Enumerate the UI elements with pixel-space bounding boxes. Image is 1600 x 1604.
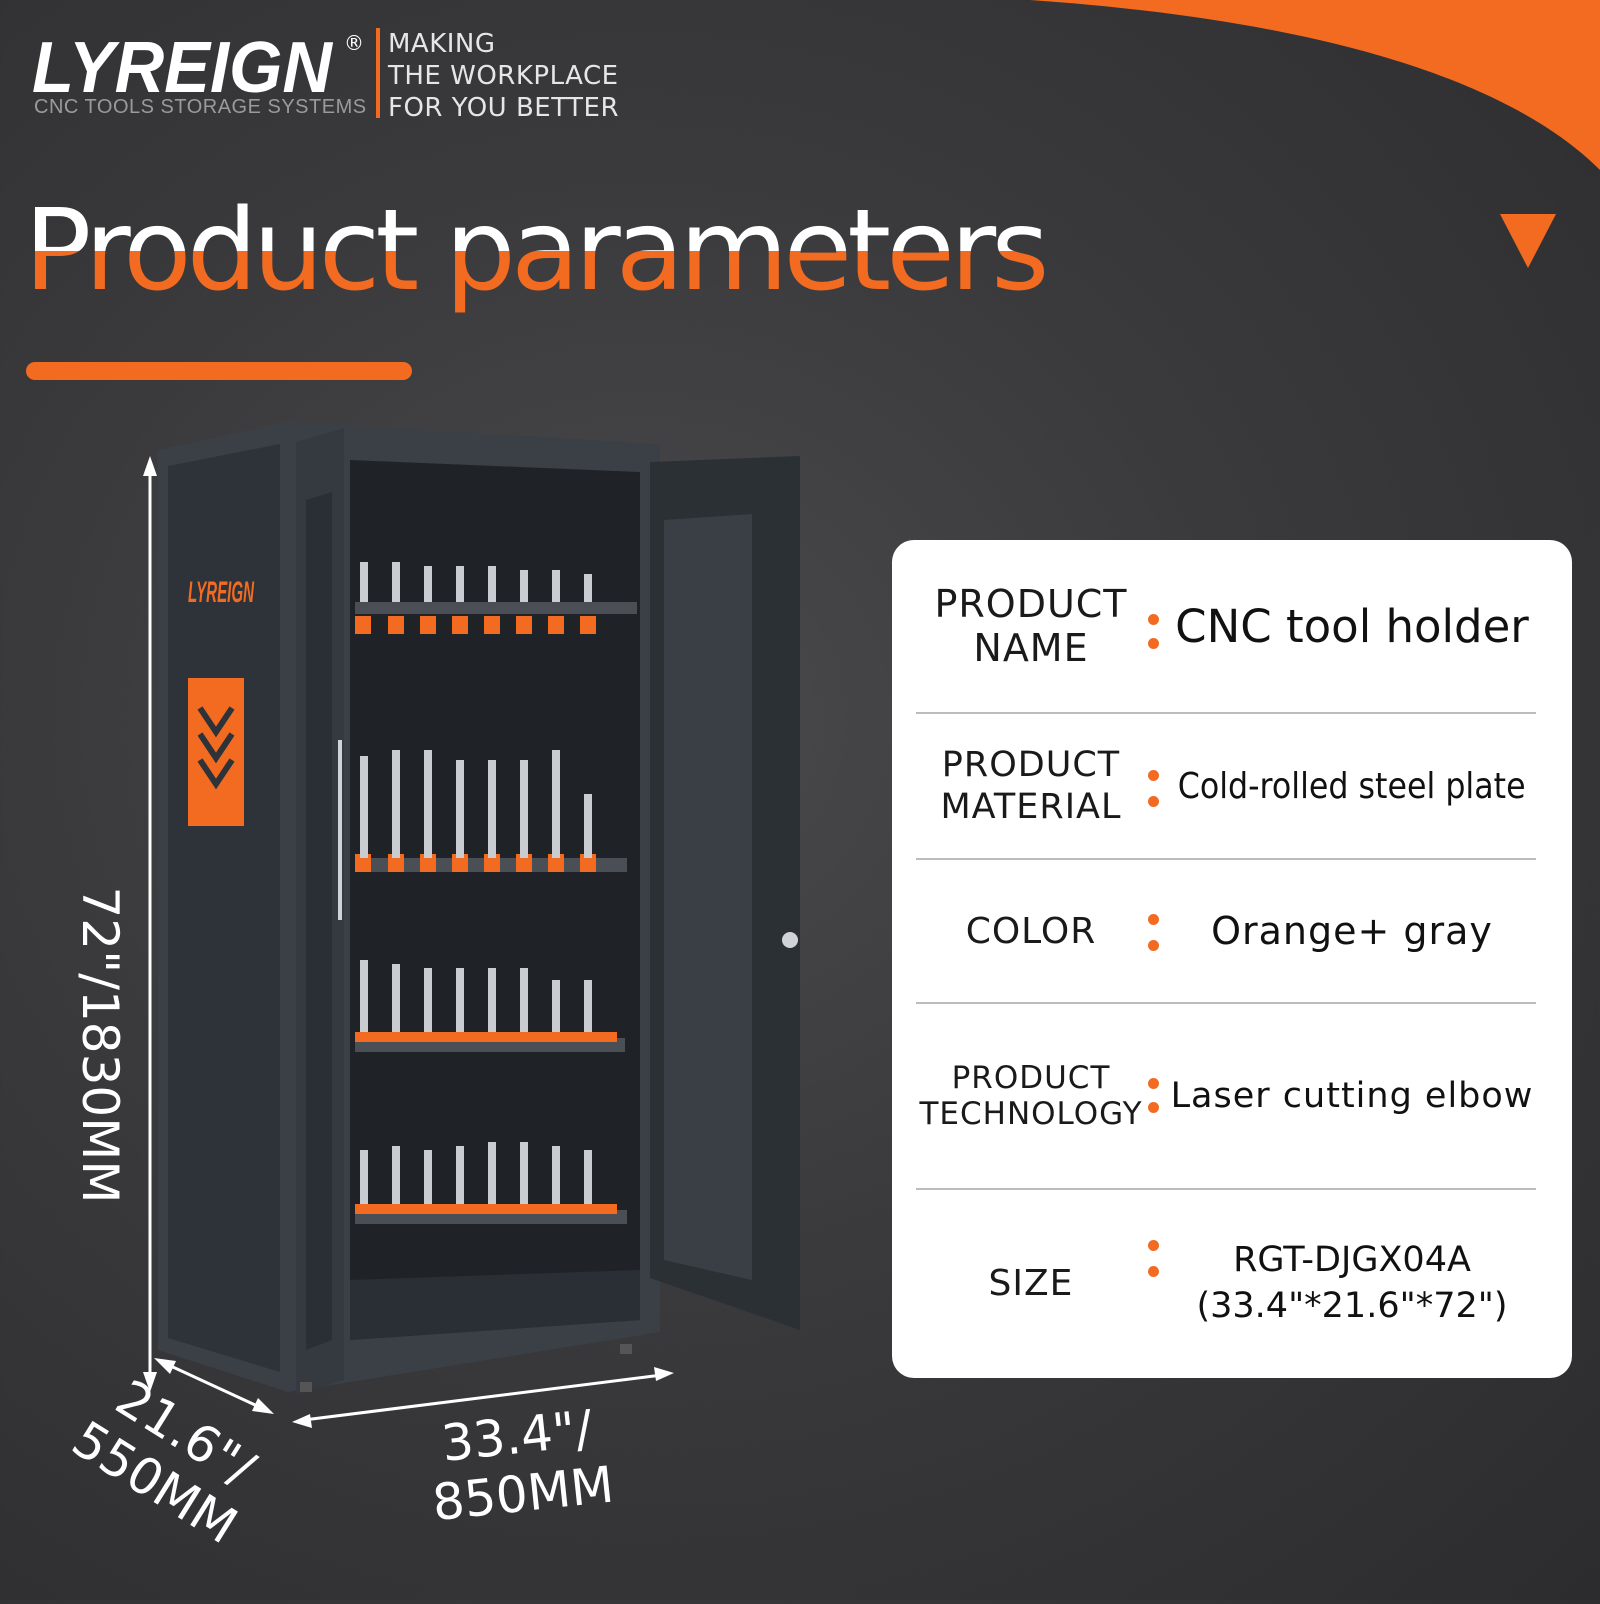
tool-holders [360, 562, 592, 1204]
spec-value: Cold-rolled steel plate [1168, 714, 1536, 858]
down-triangle-icon [1500, 214, 1556, 268]
brand-divider [376, 28, 380, 118]
colon-icon [1148, 540, 1160, 712]
spec-value: RGT-DJGX04A (33.4"*21.6"*72") [1168, 1190, 1536, 1376]
registered-mark: ® [344, 31, 364, 55]
dimension-lines [143, 456, 674, 1428]
colon-icon [1148, 714, 1160, 858]
spec-value-line: Laser cutting elbow [1170, 1076, 1534, 1116]
brand-logo-text: LYREIGN [32, 28, 334, 98]
brand-header: LYREIGN ® CNC TOOLS STORAGE SYSTEMS MAKI… [32, 28, 712, 128]
title-underline [26, 362, 412, 380]
brand-logo: LYREIGN ® [32, 28, 372, 108]
brand-subtitle: CNC TOOLS STORAGE SYSTEMS [34, 96, 367, 118]
spec-label-line: PRODUCT [934, 582, 1128, 626]
slogan-line: FOR YOU BETTER [388, 93, 620, 123]
spec-label-line: NAME [973, 626, 1089, 670]
spec-label-line: TECHNOLOGY [919, 1096, 1143, 1132]
page-title: Product parameters [24, 184, 1049, 318]
spec-value-line: RGT-DJGX04A [1233, 1240, 1471, 1280]
product-image: LYREIGN [0, 420, 840, 1600]
spec-value-line: Cold-rolled steel plate [1178, 765, 1526, 807]
colon-icon [1148, 1190, 1160, 1376]
spec-value-line: (33.4"*21.6"*72") [1196, 1286, 1508, 1326]
spec-divider [916, 712, 1536, 714]
spec-divider [916, 858, 1536, 860]
colon-icon [1148, 860, 1160, 1002]
spec-label-line: SIZE [988, 1262, 1074, 1304]
colon-icon [1148, 1004, 1160, 1188]
dimension-height-label: 72"/1830MM [71, 886, 129, 1204]
shelf-rack [355, 562, 637, 1224]
spec-label-line: PRODUCT [951, 1060, 1111, 1096]
spec-value: CNC tool holder [1168, 540, 1536, 712]
spec-value-line: CNC tool holder [1175, 599, 1529, 653]
spec-row-size: SIZE RGT-DJGX04A (33.4"*21.6"*72") [916, 1190, 1536, 1378]
spec-value: Laser cutting elbow [1168, 1004, 1536, 1188]
cabinet: LYREIGN [158, 422, 800, 1394]
spec-label: COLOR [916, 860, 1146, 1002]
spec-label-line: COLOR [965, 910, 1097, 952]
spec-label: SIZE [916, 1190, 1146, 1376]
brand-slogan: MAKING THE WORKPLACE FOR YOU BETTER [388, 28, 688, 124]
spec-label-line: MATERIAL [940, 787, 1122, 827]
spec-divider [916, 1188, 1536, 1190]
spec-label-line: PRODUCT [941, 745, 1121, 785]
slogan-line: THE WORKPLACE [388, 61, 619, 91]
slogan-line: MAKING [388, 29, 496, 59]
cabinet-side-logo: LYREIGN [188, 576, 255, 609]
spec-divider [916, 1002, 1536, 1004]
corner-swoosh-decoration [1030, 0, 1600, 170]
spec-value: Orange+ gray [1168, 860, 1536, 1002]
shelf-holders [355, 616, 617, 1214]
spec-row-color: COLOR Orange+ gray [916, 860, 1536, 1004]
dimension-width-label: 33.4"/ 850MM [424, 1398, 617, 1532]
spec-value-line: Orange+ gray [1211, 909, 1493, 953]
